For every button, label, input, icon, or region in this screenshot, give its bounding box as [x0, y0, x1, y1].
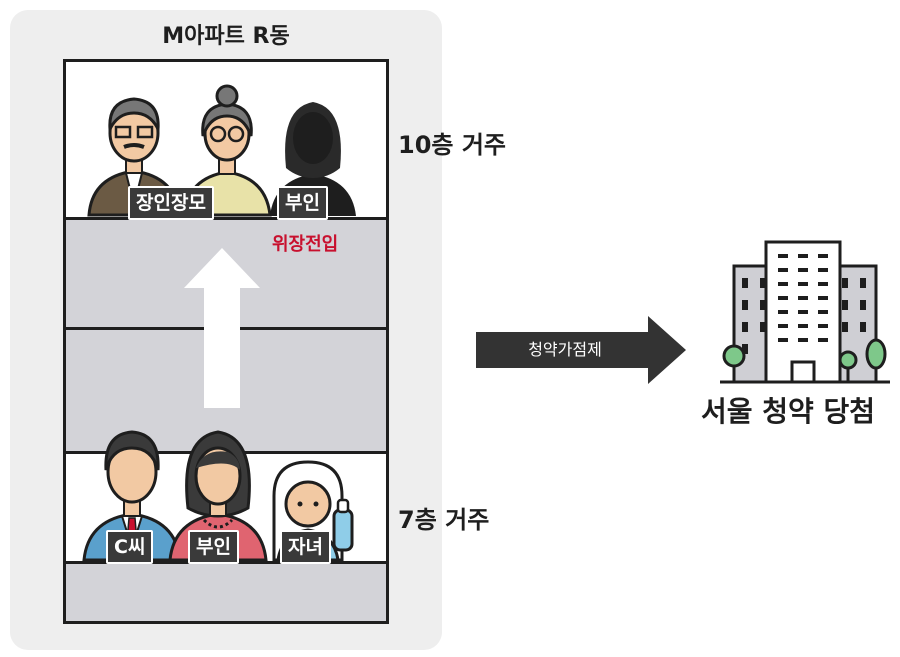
child-label: 자녀: [280, 530, 331, 564]
lower-wife-label: 부인: [188, 530, 239, 564]
lower-floor-note: 7층 거주: [398, 506, 490, 534]
upper-wife-label: 부인: [277, 186, 328, 220]
building-title: M아파트 R동: [162, 24, 290, 49]
floor-divider: [66, 217, 386, 220]
fake-address-note: 위장전입: [272, 234, 339, 255]
upper-floor-note: 10층 거주: [398, 131, 506, 159]
mother-in-law-icon: [182, 84, 272, 217]
right-arrow-icon: [476, 316, 686, 384]
husband-label: C씨: [106, 530, 154, 564]
up-arrow-icon: [184, 248, 260, 408]
result-label: 서울 청약 당첨: [700, 395, 876, 428]
in-laws-label: 장인장모: [128, 186, 214, 220]
arrow-label: 청약가점제: [528, 340, 602, 359]
apartment-complex-icon: [720, 240, 890, 384]
